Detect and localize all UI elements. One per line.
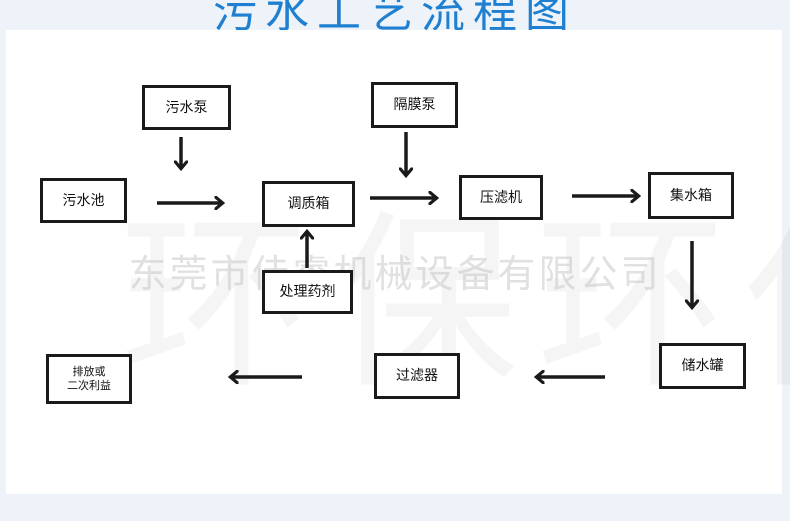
box-filter-press: 压滤机 [459, 175, 543, 220]
box-discharge-or-reuse: 排放或 二次利益 [46, 354, 132, 404]
left-border [0, 30, 6, 494]
box-treatment-chemical: 处理药剂 [262, 270, 353, 314]
right-border [782, 30, 790, 494]
label-sewage-pool: 污水池 [62, 192, 105, 209]
top-band: 污水工艺流程图 [0, 0, 790, 30]
label-filter-press: 压滤机 [480, 189, 522, 206]
label-discharge-line2: 二次利益 [67, 379, 111, 392]
label-sewage-pump: 污水泵 [165, 99, 208, 116]
label-water-collection-tank: 集水箱 [670, 187, 712, 204]
box-water-storage-tank: 储水罐 [659, 343, 746, 389]
label-diaphragm-pump: 隔膜泵 [393, 97, 436, 113]
box-conditioning-tank: 调质箱 [262, 181, 355, 227]
label-filter: 过滤器 [396, 368, 438, 384]
box-diaphragm-pump: 隔膜泵 [371, 82, 458, 128]
label-conditioning-tank: 调质箱 [287, 196, 330, 212]
label-water-storage-tank: 储水罐 [681, 358, 724, 374]
box-water-collection-tank: 集水箱 [648, 172, 734, 219]
label-discharge-line1: 排放或 [72, 365, 106, 378]
box-filter: 过滤器 [374, 353, 460, 399]
box-sewage-pool: 污水池 [40, 178, 127, 223]
box-sewage-pump: 污水泵 [142, 85, 231, 130]
bottom-band [0, 494, 790, 521]
watermark-text: 东莞市佳睿机械设备有限公司 [128, 252, 662, 296]
page-title: 污水工艺流程图 [213, 0, 577, 30]
label-treatment-chemical: 处理药剂 [279, 284, 336, 300]
